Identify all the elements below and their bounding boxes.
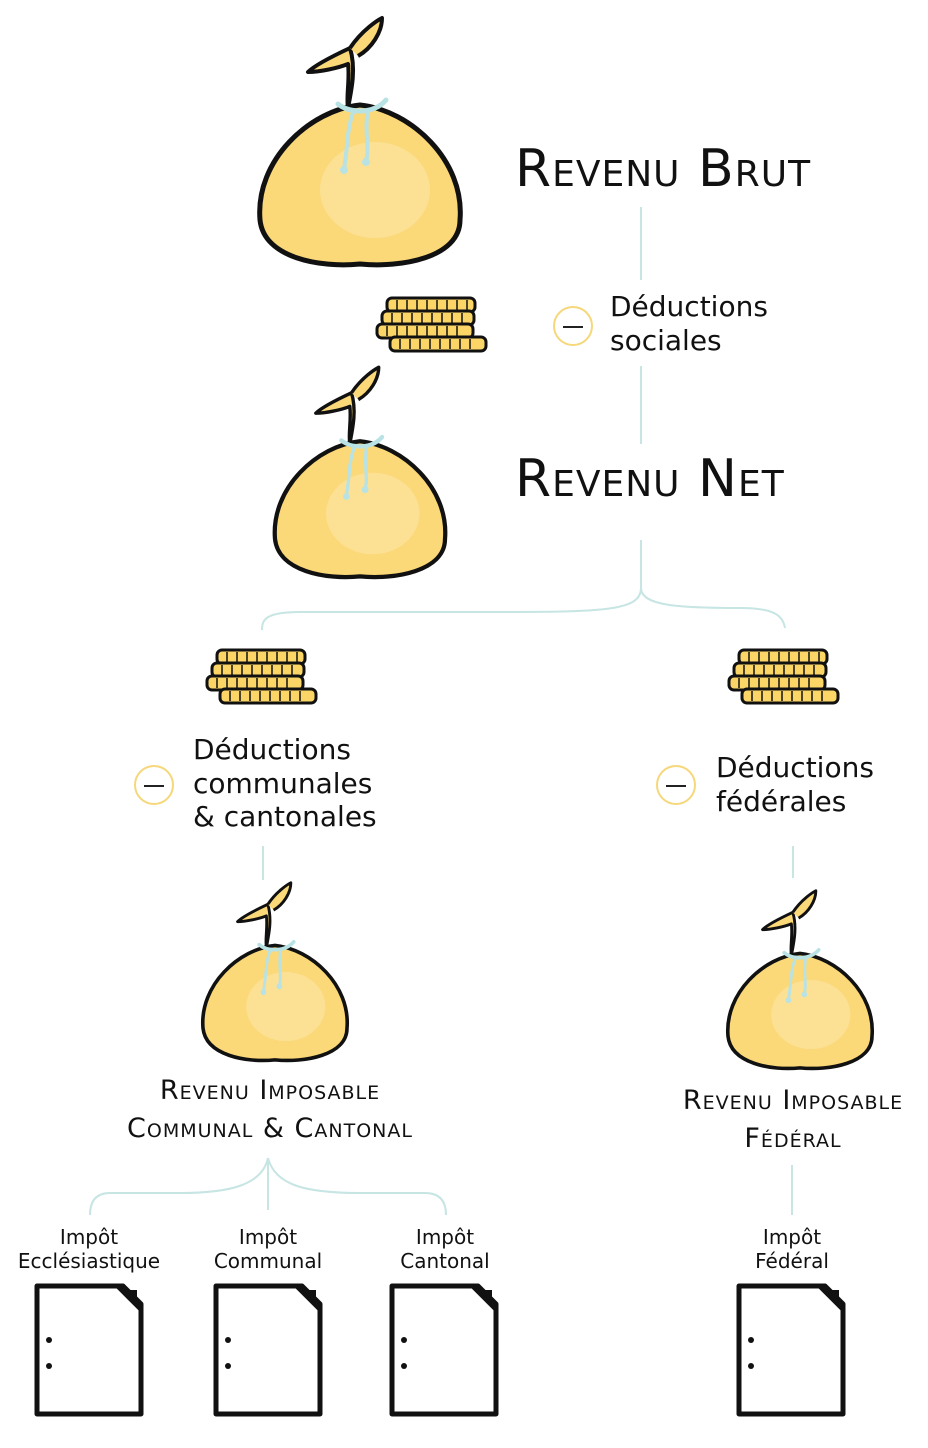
connector-cc-impots [89,1157,447,1216]
impot-communal-label: Impôt Communal [193,1225,343,1273]
deductions-communales-line: & cantonales [193,800,377,834]
revenu-imposable-cc-line: Revenu Imposable [159,1075,381,1106]
impot-line1: Impôt [762,1225,822,1249]
connector-net-branches [261,540,786,631]
revenu-imposable-cc-line: Communal & Cantonal [127,1113,413,1144]
coin-stack-icon [727,648,840,705]
deductions-sociales-line: sociales [610,323,722,357]
document-icon [392,1286,496,1414]
impot-line2: Cantonal [400,1249,490,1273]
revenu-net-label: Revenu Net [515,449,785,509]
impot-line2: Fédéral [755,1249,829,1273]
deductions-communales-line: communales [193,766,373,800]
minus-circle-icon [656,765,696,805]
revenu-imposable-federal-label: Revenu Imposable Fédéral [668,1082,918,1158]
coin-stack-icon [205,648,318,705]
money-bag-icon [725,888,875,1071]
deductions-communales-line: Déductions [193,733,351,766]
money-bag-icon [260,18,461,265]
money-bag-icon [275,367,446,577]
deductions-federales-line: Déductions [716,751,874,784]
document-icon [216,1286,320,1414]
revenu-imposable-cc-label: Revenu Imposable Communal & Cantonal [100,1072,440,1148]
impot-federal-label: Impôt Fédéral [717,1225,867,1273]
impot-line1: Impôt [238,1225,298,1249]
deductions-sociales-label: Déductions sociales [610,290,768,357]
revenu-imposable-federal-line: Fédéral [744,1123,842,1154]
impot-line2: Communal [213,1249,323,1273]
deductions-federales-label: Déductions fédérales [716,751,874,818]
impot-line1: Impôt [415,1225,475,1249]
impot-line1: Impôt [59,1225,119,1249]
coin-stack-icon [375,296,488,353]
deductions-federales-line: fédérales [716,784,847,818]
impot-line2: Ecclésiastique [17,1249,161,1273]
revenu-imposable-federal-line: Revenu Imposable [682,1085,904,1116]
impot-cantonal-label: Impôt Cantonal [370,1225,520,1273]
deductions-communales-label: Déductions communales & cantonales [193,733,377,834]
deductions-sociales-line: Déductions [610,290,768,323]
revenu-brut-label: Revenu Brut [515,139,812,199]
document-icon [37,1286,141,1414]
document-icon [739,1286,843,1414]
impot-ecclesiastique-label: Impôt Ecclésiastique [4,1225,174,1273]
minus-circle-icon [553,306,593,346]
money-bag-icon [200,880,350,1063]
minus-circle-icon [134,765,174,805]
